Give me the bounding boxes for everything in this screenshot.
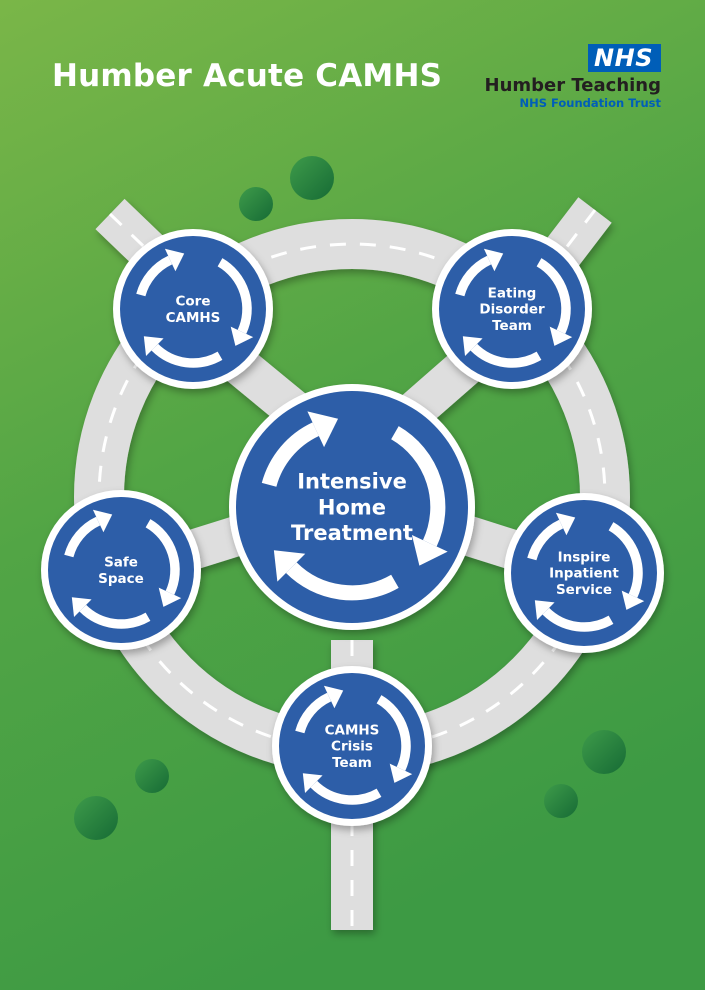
roundabout-arrowhead-icon	[164, 248, 185, 272]
roundabout-arrowhead-icon	[92, 509, 113, 533]
roundabout-arrow-icon	[310, 780, 382, 805]
roundabout-arrowhead-icon	[483, 248, 504, 272]
node-label-line: Eating	[488, 285, 537, 301]
roundabout-arrow-icon	[455, 255, 492, 297]
roundabout-arrow-icon	[136, 255, 173, 297]
roundabout-arrowhead-icon	[71, 597, 92, 617]
roundabout-arrowhead-icon	[389, 763, 413, 783]
decorative-ball	[135, 759, 169, 793]
node-label-line: Crisis	[331, 739, 373, 755]
roundabout-arrow-icon	[470, 343, 542, 368]
nhs-logo: NHS Humber Teaching NHS Foundation Trust	[485, 44, 661, 111]
nhs-badge: NHS	[588, 44, 661, 72]
roundabout-arrowhead-icon	[273, 550, 306, 582]
decorative-ball	[74, 796, 118, 840]
node-label-line: Team	[492, 318, 532, 334]
node-label-line: Inpatient	[549, 566, 619, 582]
node-label-line: Disorder	[479, 302, 545, 318]
roundabout-arrowhead-icon	[143, 336, 164, 356]
roundabout-arrow-icon	[145, 519, 180, 595]
roundabout-arrowhead-icon	[462, 336, 483, 356]
roundabout-arrowhead-icon	[555, 512, 576, 536]
roundabout-arrow-icon	[390, 426, 446, 547]
node-label-line: Inspire	[558, 549, 611, 565]
node-label-line: CAMHS	[325, 722, 380, 738]
roundabout-arrowhead-icon	[534, 600, 555, 620]
roundabout-arrow-icon	[542, 607, 614, 632]
node-label-line: Core	[176, 293, 211, 309]
roundabout-arrowhead-icon	[621, 590, 645, 610]
roundabout-arrowhead-icon	[549, 326, 573, 346]
roundabout-arrowhead-icon	[307, 411, 339, 448]
node-label-line: Intensive	[297, 470, 407, 494]
node-label-line: CAMHS	[166, 310, 221, 326]
roundabout-arrow-icon	[536, 258, 571, 334]
decorative-ball	[582, 730, 626, 774]
decorative-ball	[290, 156, 334, 200]
roundabout-arrowhead-icon	[230, 326, 254, 346]
node-label-line: Safe	[104, 554, 138, 570]
roundabout-arrow-icon	[217, 258, 252, 334]
roundabout-arrow-icon	[285, 562, 399, 601]
node-label-line: Team	[332, 755, 372, 771]
node-label-line: Treatment	[291, 521, 413, 545]
roundabout-arrow-icon	[79, 604, 151, 629]
organisation-name: Humber Teaching	[484, 75, 661, 96]
roundabout-arrow-icon	[527, 519, 564, 561]
roundabout-arrow-icon	[295, 692, 332, 734]
roundabout-arrowhead-icon	[323, 685, 344, 709]
roundabout-arrow-icon	[261, 422, 320, 487]
decorative-ball	[239, 187, 273, 221]
decorative-ball	[544, 784, 578, 818]
roundabout-arrow-icon	[376, 695, 411, 771]
roundabout-arrowhead-icon	[411, 534, 448, 566]
roundabout-arrow-icon	[64, 516, 101, 558]
node-label-line: Home	[318, 495, 386, 519]
node-label-line: Service	[556, 582, 612, 598]
roundabout-arrow-icon	[151, 343, 223, 368]
service-nodes: CoreCAMHSEatingDisorderTeamSafeSpaceInsp…	[41, 229, 664, 826]
node-label-line: Space	[98, 571, 144, 587]
roundabout-arrow-icon	[608, 522, 643, 598]
page-title: Humber Acute CAMHS	[52, 58, 443, 94]
roundabout-arrowhead-icon	[302, 773, 323, 793]
organisation-subtitle: NHS Foundation Trust	[519, 96, 661, 110]
roundabout-arrowhead-icon	[158, 587, 182, 607]
